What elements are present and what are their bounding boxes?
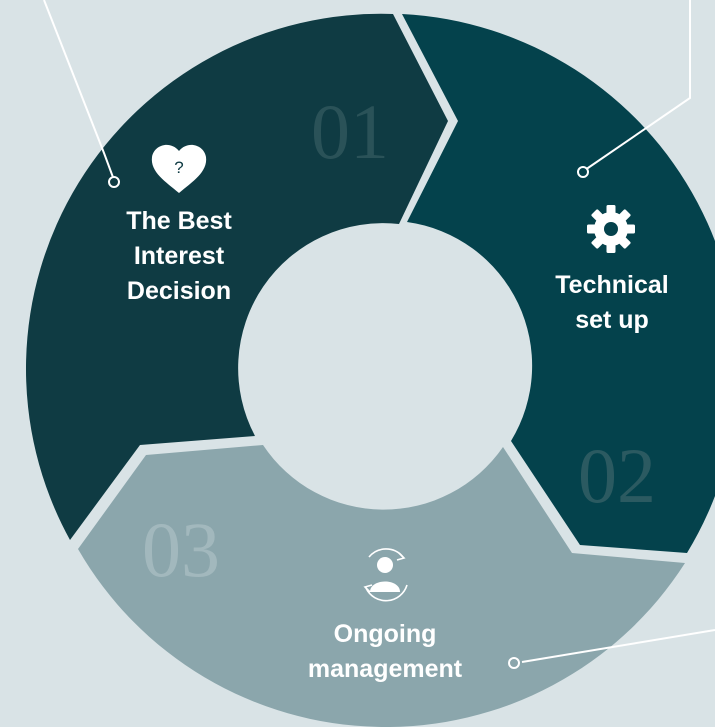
svg-text:?: ? (174, 158, 183, 177)
gear-icon (587, 205, 635, 253)
segment-3-number: 03 (142, 506, 220, 593)
segment-1-number: 01 (311, 88, 389, 175)
segment-1-shape (25, 13, 449, 541)
heart-question-icon: ? (151, 144, 207, 193)
user-figure (370, 557, 400, 592)
segment-3-label: Ongoing management (307, 620, 463, 683)
segment-1-label: The Best Interest Decision (126, 207, 232, 305)
connector-1 (43, 0, 120, 188)
user-cycle-icon (363, 548, 408, 602)
segment-2-label: Technical set up (555, 271, 669, 334)
segment-2-number: 02 (578, 432, 656, 519)
connector-2 (577, 0, 691, 178)
segment-2-shape (402, 14, 715, 553)
connector-3 (508, 629, 715, 669)
